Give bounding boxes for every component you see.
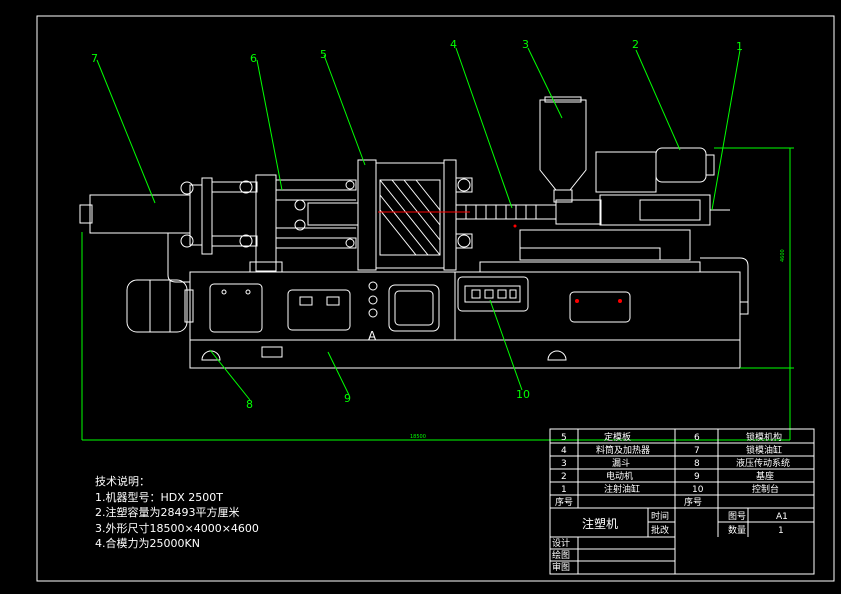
leader-lines bbox=[81, 47, 794, 441]
drawing-frame bbox=[36, 15, 835, 582]
parts-row5-no-r: 10 bbox=[692, 485, 704, 495]
parts-header-no: 序号 bbox=[555, 496, 573, 508]
quantity-label: 数量 bbox=[728, 524, 746, 536]
parts-row4-no-r: 9 bbox=[694, 472, 700, 482]
balloon-labels: 1 2 3 4 5 6 7 8 9 10 bbox=[91, 38, 743, 411]
parts-header-no-r: 序号 bbox=[684, 496, 702, 508]
notes-title: 技术说明： bbox=[95, 475, 150, 488]
electric-motor bbox=[126, 279, 188, 333]
parts-row4-name: 电动机 bbox=[606, 470, 633, 482]
parts-row5-name-r: 控制台 bbox=[752, 483, 779, 495]
machine-base bbox=[189, 271, 741, 369]
drawing-title: 注塑机 bbox=[582, 516, 618, 531]
balloon-10: 10 bbox=[516, 388, 530, 401]
parts-row4-no: 2 bbox=[561, 472, 567, 482]
drive-motor bbox=[655, 147, 707, 183]
parts-row1-name: 定模板 bbox=[604, 431, 631, 443]
parts-row1-no-r: 6 bbox=[694, 433, 700, 443]
balloon-5: 5 bbox=[320, 48, 327, 61]
time-label: 时间 bbox=[651, 510, 669, 522]
approve-label: 批改 bbox=[651, 524, 669, 536]
review-label: 审图 bbox=[552, 561, 570, 573]
balloon-7: 7 bbox=[91, 52, 98, 65]
parts-row3-no-r: 8 bbox=[694, 459, 700, 469]
balloon-8: 8 bbox=[246, 398, 253, 411]
dimension-height: 4600 bbox=[780, 249, 786, 262]
balloon-2: 2 bbox=[632, 38, 639, 51]
parts-row1-name-r: 锁模机构 bbox=[746, 431, 782, 443]
balloon-4: 4 bbox=[450, 38, 457, 51]
design-label: 设计 bbox=[552, 537, 570, 549]
parts-row5-name: 注射油缸 bbox=[604, 483, 640, 495]
parts-row1-no: 5 bbox=[561, 433, 567, 443]
draw-label: 绘图 bbox=[552, 549, 570, 561]
parts-row3-name-r: 液压传动系统 bbox=[736, 457, 790, 469]
parts-row4-name-r: 基座 bbox=[756, 470, 774, 482]
balloon-3: 3 bbox=[522, 38, 529, 51]
balloon-1: 1 bbox=[736, 40, 743, 53]
balloon-6: 6 bbox=[250, 52, 257, 65]
drawing-no-label: 图号 bbox=[728, 511, 746, 522]
fixed-platen bbox=[357, 159, 377, 271]
note-1: 1.机器型号：HDX 2500T bbox=[95, 490, 223, 504]
parts-row2-name: 料筒及加热器 bbox=[596, 444, 650, 456]
parts-row3-name: 漏斗 bbox=[612, 457, 630, 469]
clamp-mechanism bbox=[255, 174, 277, 272]
quantity: 1 bbox=[778, 526, 784, 536]
balloon-9: 9 bbox=[344, 392, 351, 405]
note-2: 2.注塑容量为28493平方厘米 bbox=[95, 506, 240, 519]
machine bbox=[79, 96, 749, 369]
note-4: 4.合模力为25000KN bbox=[95, 537, 200, 550]
parts-row5-no: 1 bbox=[561, 485, 567, 495]
parts-row2-no-r: 7 bbox=[694, 446, 700, 456]
parts-list: 5 定模板 6 锁模机构 4 料筒及加热器 7 锁模油缸 3 漏斗 8 液压传动… bbox=[555, 431, 790, 508]
clamp-cylinder bbox=[89, 194, 191, 234]
panel-label: A bbox=[368, 329, 377, 343]
parts-row2-name-r: 锁模油缸 bbox=[746, 444, 782, 456]
note-3: 3.外形尺寸18500×4000×4600 bbox=[95, 521, 259, 535]
title-block bbox=[549, 428, 815, 575]
title-block-text: 注塑机 时间 批改 图号 A1 数量 1 设计 绘图 审图 bbox=[552, 510, 788, 573]
drawing-no: A1 bbox=[776, 512, 788, 522]
dimension-length: 18500 bbox=[410, 434, 426, 440]
technical-notes: 技术说明： 1.机器型号：HDX 2500T 2.注塑容量为28493平方厘米 … bbox=[95, 474, 259, 552]
hopper bbox=[539, 99, 587, 191]
parts-row2-no: 4 bbox=[561, 446, 567, 456]
parts-row3-no: 3 bbox=[561, 459, 567, 469]
